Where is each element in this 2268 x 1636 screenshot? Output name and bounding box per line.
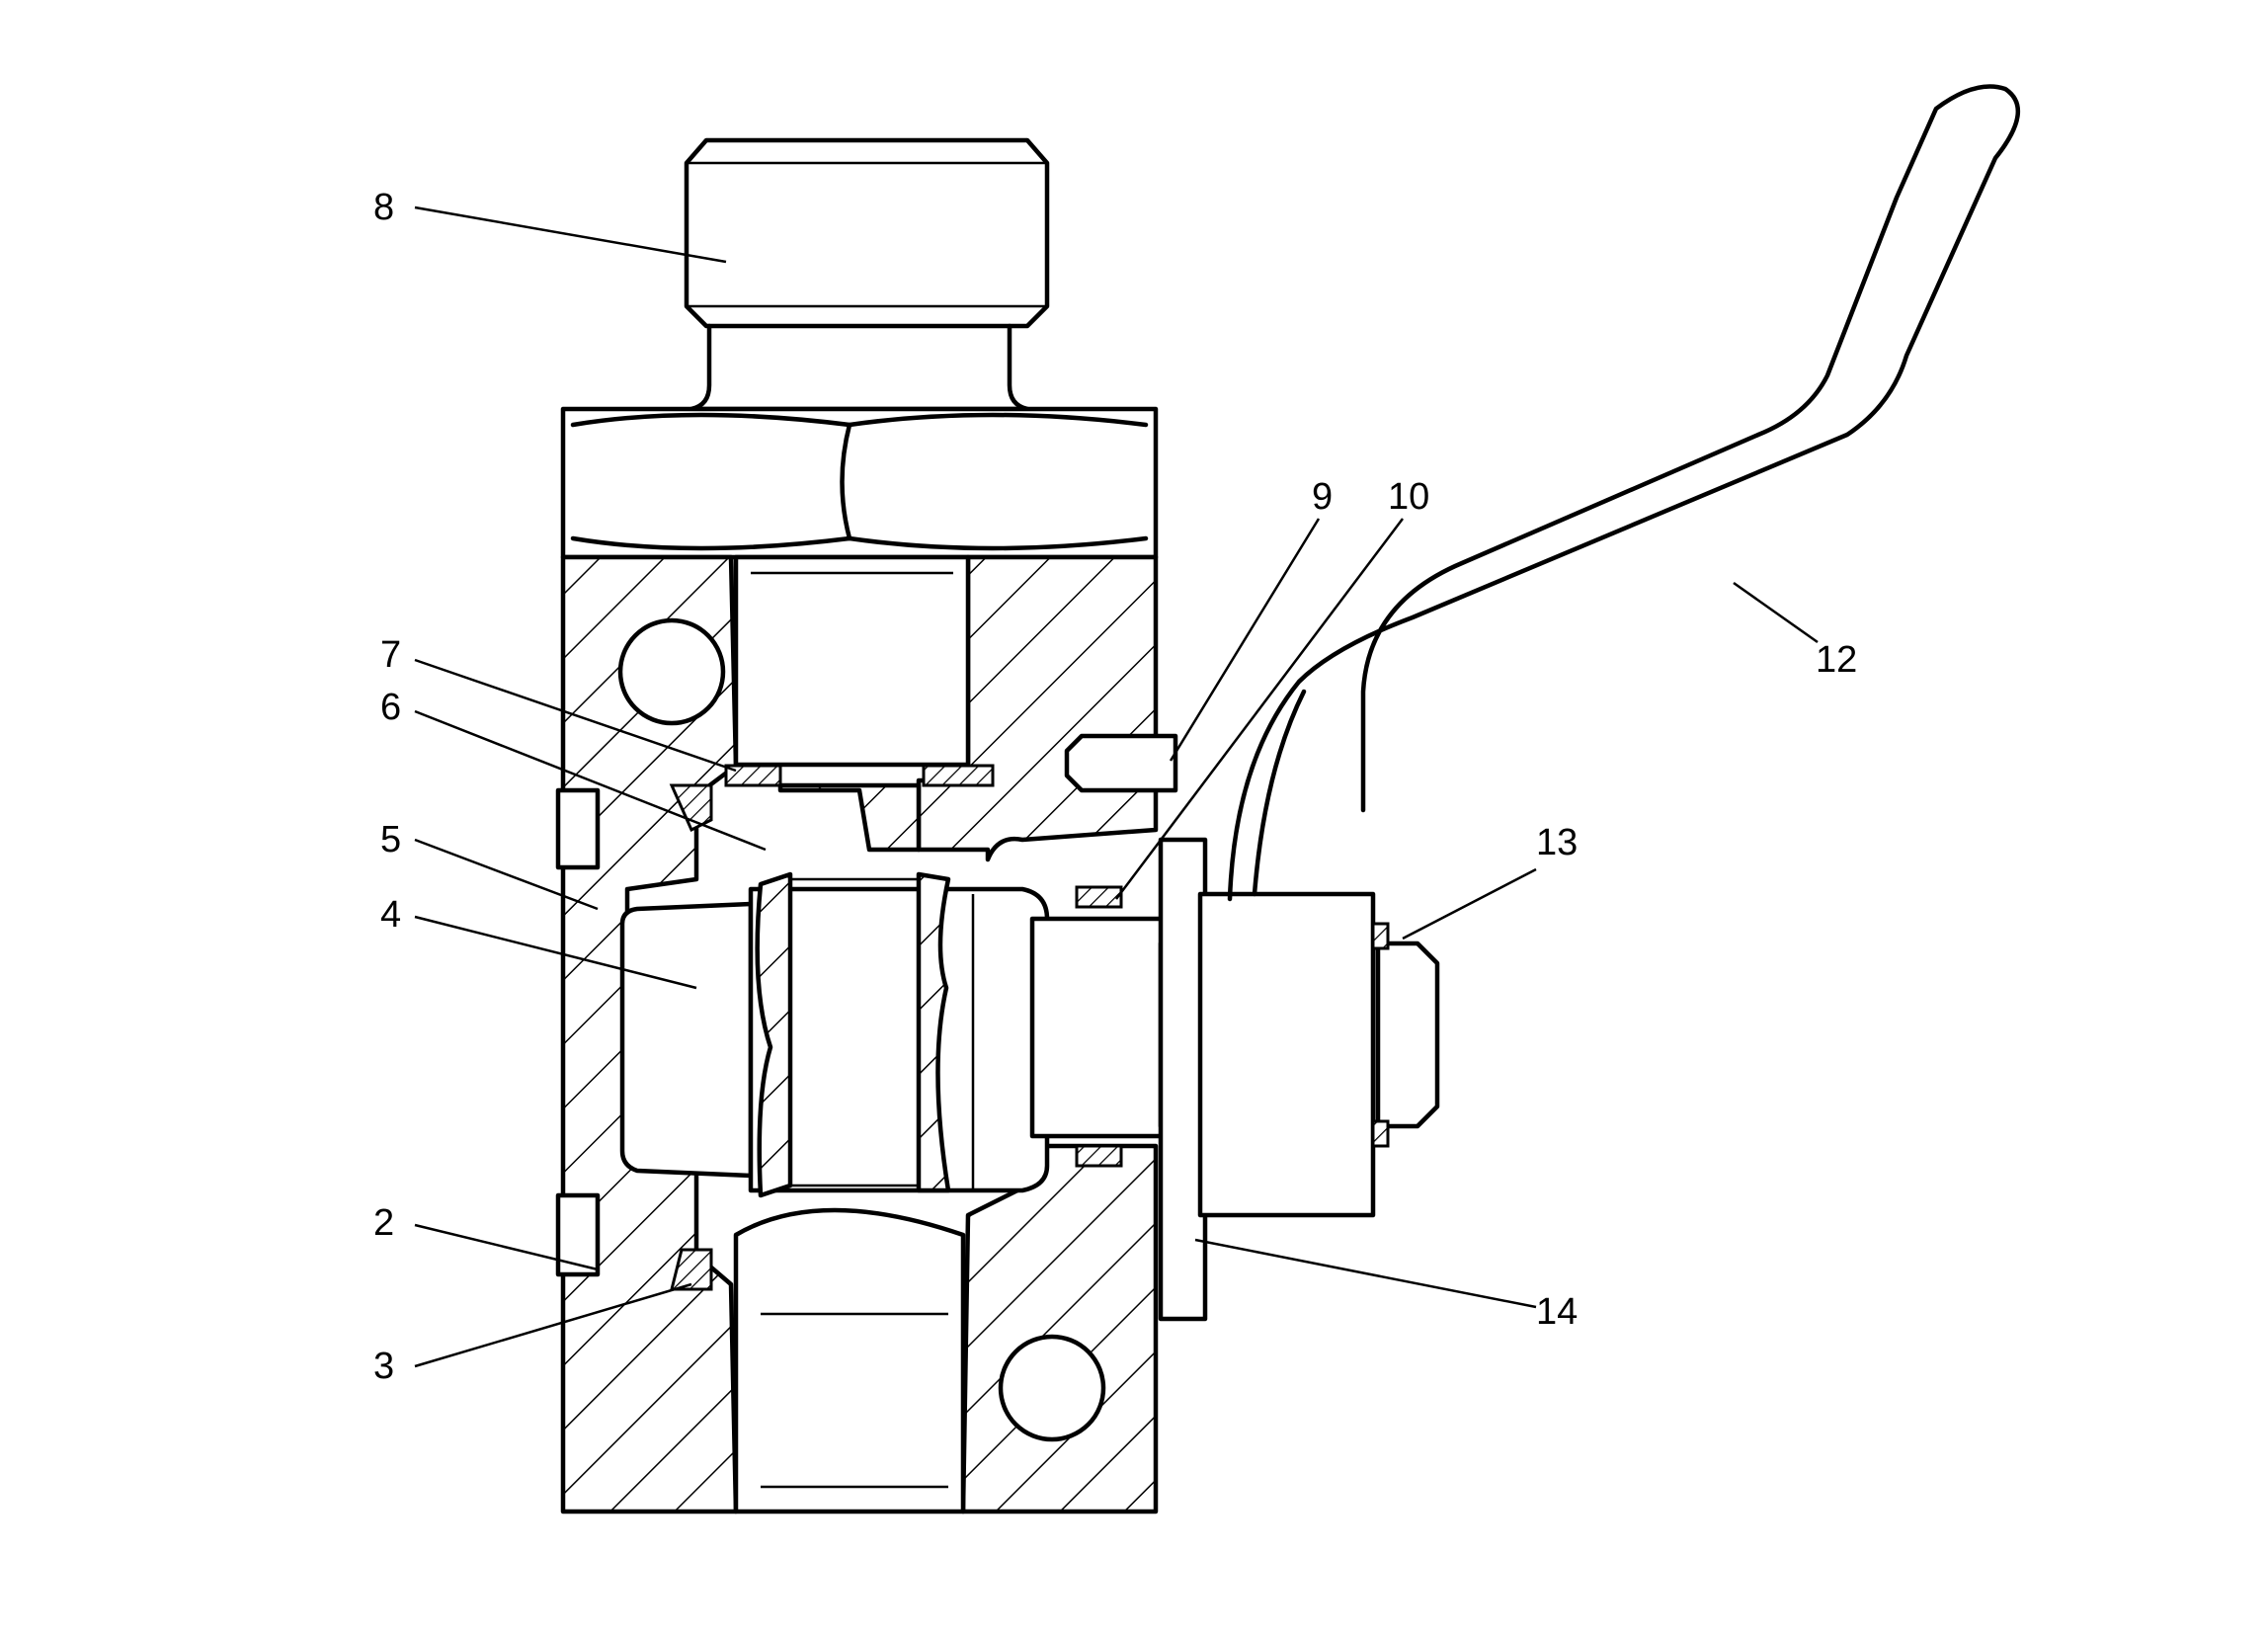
seat-rings (669, 764, 995, 1291)
callout-10: 10 (1388, 476, 1429, 518)
stem-assembly (1029, 733, 1440, 1322)
callout-13: 13 (1536, 822, 1578, 863)
callout-2: 2 (373, 1202, 394, 1244)
callout-14: 14 (1536, 1291, 1578, 1333)
callout-3: 3 (373, 1346, 394, 1387)
callout-12: 12 (1816, 639, 1857, 681)
callout-labels: 8 7 6 5 4 2 3 9 10 12 13 14 (373, 187, 1857, 1387)
callout-4: 4 (380, 894, 401, 936)
callout-6: 6 (380, 687, 401, 728)
callout-8: 8 (373, 187, 394, 228)
handle-lever (1227, 84, 2021, 902)
leader-lines (414, 205, 1819, 1368)
callout-7: 7 (380, 634, 401, 676)
callout-9: 9 (1312, 476, 1333, 518)
ball-plug (619, 871, 1050, 1198)
callout-5: 5 (380, 819, 401, 860)
top-fitting-nut (684, 137, 1050, 412)
valve-body-hex (560, 406, 1159, 560)
